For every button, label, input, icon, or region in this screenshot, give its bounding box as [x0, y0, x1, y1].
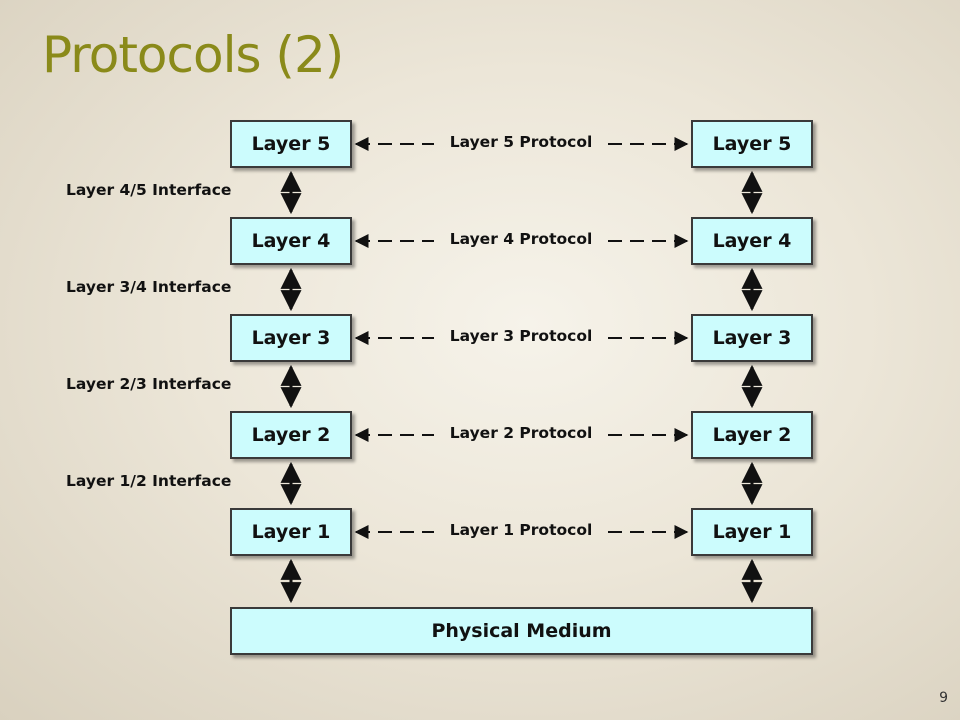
right-layer-2-box: Layer 2	[691, 411, 813, 459]
right-layer-1-box: Layer 1	[691, 508, 813, 556]
page-number: 9	[939, 690, 948, 706]
protocol-label-5: Layer 5 Protocol	[449, 133, 593, 151]
interface-label-1-2: Layer 1/2 Interface	[66, 472, 232, 490]
interface-label-2-3: Layer 2/3 Interface	[66, 375, 232, 393]
left-layer-4-box: Layer 4	[230, 217, 352, 265]
left-layer-3-box: Layer 3	[230, 314, 352, 362]
protocol-label-1: Layer 1 Protocol	[449, 521, 593, 539]
right-layer-4-box: Layer 4	[691, 217, 813, 265]
protocol-label-3: Layer 3 Protocol	[449, 327, 593, 345]
slide-title: Protocols (2)	[42, 26, 344, 84]
left-layer-2-box: Layer 2	[230, 411, 352, 459]
right-layer-3-box: Layer 3	[691, 314, 813, 362]
protocol-label-2: Layer 2 Protocol	[449, 424, 593, 442]
interface-label-3-4: Layer 3/4 Interface	[66, 278, 232, 296]
right-layer-5-box: Layer 5	[691, 120, 813, 168]
left-layer-5-box: Layer 5	[230, 120, 352, 168]
protocol-label-4: Layer 4 Protocol	[449, 230, 593, 248]
left-layer-1-box: Layer 1	[230, 508, 352, 556]
interface-label-4-5: Layer 4/5 Interface	[66, 181, 232, 199]
physical-medium-box: Physical Medium	[230, 607, 813, 655]
